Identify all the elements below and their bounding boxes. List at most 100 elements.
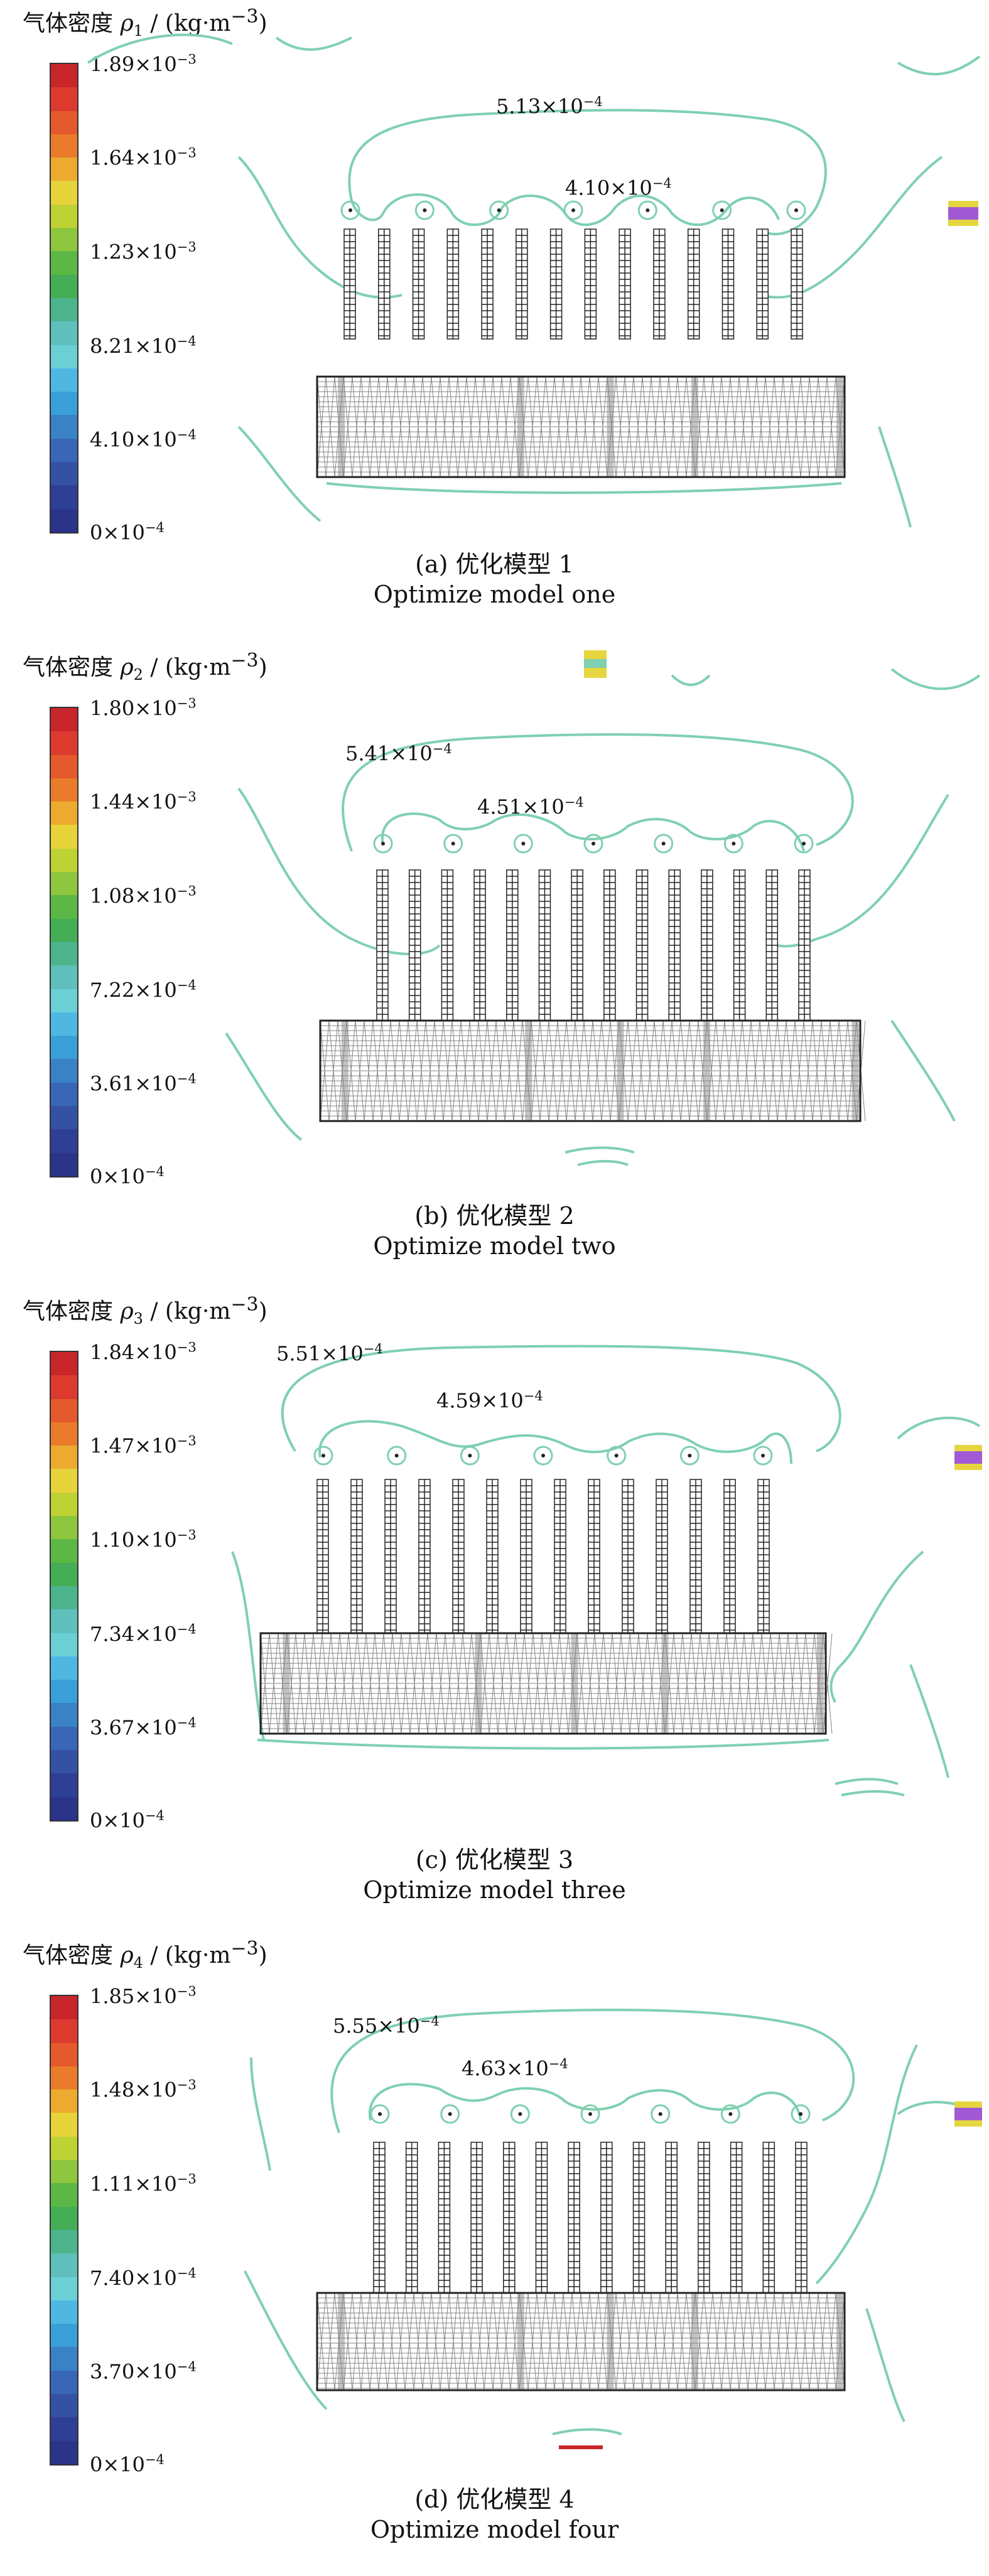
colorbar-step xyxy=(51,2440,77,2464)
base-mesh-line xyxy=(800,376,810,478)
base-mesh-line xyxy=(532,1633,543,1734)
colorbar-step xyxy=(51,251,77,275)
base-mesh-line xyxy=(791,2292,801,2391)
colorbar-step xyxy=(51,274,77,298)
base-mesh-line xyxy=(730,2292,740,2391)
colorbar-step xyxy=(51,2394,77,2418)
base-mesh-line xyxy=(651,2292,661,2391)
base-mesh-line xyxy=(497,1633,507,1734)
vortex-center xyxy=(451,842,455,845)
base-mesh-line xyxy=(571,376,581,478)
vortex-circle xyxy=(489,200,509,220)
vortex-circle xyxy=(513,834,533,854)
base-mesh-line xyxy=(396,2292,406,2391)
colorbar-step xyxy=(51,298,77,322)
base-mesh-line xyxy=(747,376,757,478)
base-mesh-line xyxy=(633,2292,643,2391)
colorbar-step xyxy=(51,2136,77,2160)
base-mesh-line xyxy=(717,1633,727,1734)
base-mesh-line xyxy=(743,1633,754,1734)
small-legend-glyph xyxy=(559,2101,982,2449)
colorbar-step xyxy=(51,1398,77,1422)
base-mesh-line xyxy=(594,1633,604,1734)
base-mesh-line xyxy=(682,1633,692,1734)
colorbar-step xyxy=(51,158,77,181)
base-dense-band xyxy=(341,1020,349,1122)
base-dense-band xyxy=(851,1020,859,1122)
base-mesh-line xyxy=(522,1020,532,1122)
tick-label: 0×10−4 xyxy=(90,2452,165,2477)
base-mesh-line xyxy=(774,2292,784,2391)
tick-label: 0×10−4 xyxy=(90,1808,165,1833)
colorbar xyxy=(50,1351,78,1822)
vortex-circle xyxy=(313,1446,333,1466)
rod-array xyxy=(316,1479,770,1634)
base-mesh-line xyxy=(343,376,353,478)
colorbar-step xyxy=(51,438,77,463)
base-mesh-line xyxy=(624,2292,634,2391)
top-contour-right xyxy=(897,55,981,76)
base-mesh-line xyxy=(598,376,608,478)
base-mesh-line xyxy=(791,376,801,478)
base-mesh-line xyxy=(796,1633,806,1734)
base-mesh-line xyxy=(691,1633,701,1734)
small-legend-glyph xyxy=(584,650,607,678)
vortex-center xyxy=(732,842,736,845)
base-mesh-line xyxy=(624,376,634,478)
base-mesh-line xyxy=(721,376,731,478)
colorbar-step xyxy=(51,2324,77,2348)
colorbar-step xyxy=(51,64,77,88)
colorbar xyxy=(50,1995,78,2466)
vortex-center xyxy=(378,2112,382,2116)
legend-title: 气体密度 ρ3 / (kg·m−3) xyxy=(23,1293,268,1328)
base-mesh-line xyxy=(286,1633,296,1734)
base-mesh-line xyxy=(818,2292,828,2391)
base-mesh-line xyxy=(809,2292,819,2391)
tick-label: 1.11×10−3 xyxy=(90,2171,197,2196)
base-mesh-line xyxy=(387,2292,397,2391)
tick-label: 7.40×10−4 xyxy=(90,2265,197,2290)
top-contour-left xyxy=(87,33,233,64)
base-mesh-line xyxy=(480,1633,490,1734)
base-dense-band xyxy=(817,1633,824,1734)
base-mesh-line xyxy=(339,1633,349,1734)
colorbar-step xyxy=(51,134,77,158)
tick-label: 7.22×10−4 xyxy=(90,977,197,1002)
vortex-center xyxy=(349,208,352,212)
colorbar-step xyxy=(51,1562,77,1586)
colorbar-step xyxy=(51,485,77,509)
base-mesh-line xyxy=(304,1633,314,1734)
density-contour-plot xyxy=(87,33,981,528)
caption-cn: (c) 优化模型 3 xyxy=(415,1846,574,1874)
base-mesh-line xyxy=(422,376,432,478)
base-mesh-line xyxy=(559,1633,569,1734)
colorbar-step xyxy=(51,2370,77,2395)
colorbar-step xyxy=(51,731,77,755)
colorbar-step xyxy=(51,1539,77,1563)
base-mesh-line xyxy=(659,376,669,478)
base-mesh-line xyxy=(694,2292,705,2391)
base-mesh-line xyxy=(761,1633,771,1734)
vortex-circle xyxy=(440,2104,460,2124)
base-mesh-line xyxy=(466,2292,476,2391)
colorbar-step xyxy=(51,802,77,825)
legend-unit-exp: −3 xyxy=(230,1294,259,1316)
base-mesh-line xyxy=(638,1633,648,1734)
tick-label: 1.64×10−3 xyxy=(90,145,197,170)
base-mesh-line xyxy=(260,1633,270,1734)
base-mesh-line xyxy=(724,1020,734,1122)
base-mesh-line xyxy=(659,2292,669,2391)
base-mesh-line xyxy=(583,1020,593,1122)
tick-label: 3.70×10−4 xyxy=(90,2359,197,2384)
tick-label: 1.10×10−3 xyxy=(90,1527,197,1552)
tick-label: 1.80×10−3 xyxy=(90,695,197,721)
colorbar-step xyxy=(51,462,77,486)
inner-density-label: 4.10×10−4 xyxy=(565,176,672,200)
base-dense-band xyxy=(475,1633,482,1734)
base-mesh-line xyxy=(686,376,696,478)
base-mesh-line xyxy=(814,1633,824,1734)
base-mesh-line xyxy=(818,376,828,478)
base-mesh-line xyxy=(506,1633,516,1734)
colorbar-step xyxy=(51,1036,77,1060)
colorbar-step xyxy=(51,415,77,439)
